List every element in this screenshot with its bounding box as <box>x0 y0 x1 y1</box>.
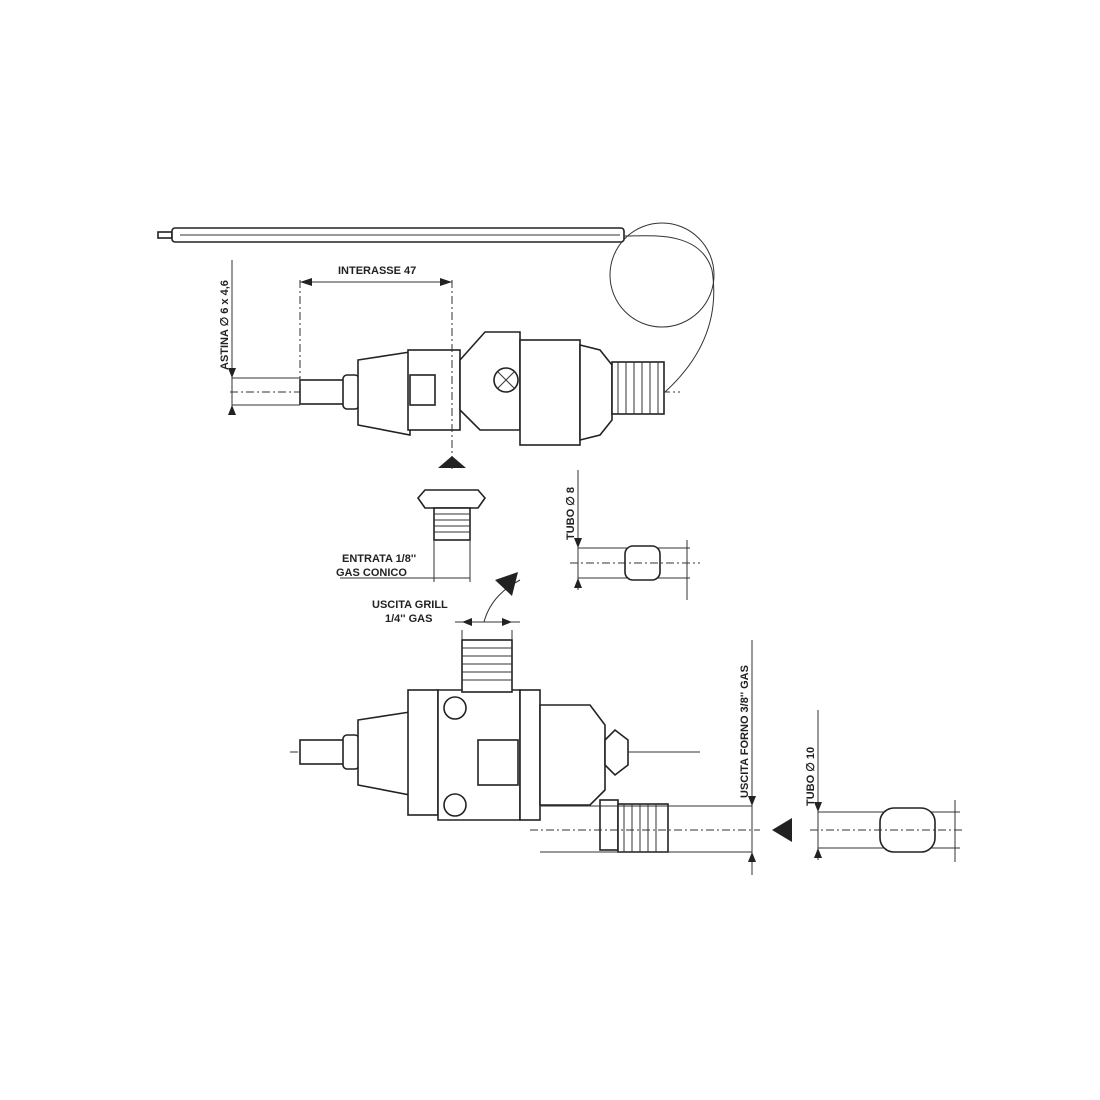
thermostat-bulb <box>157 222 715 393</box>
uscita-grill-label-line2: 1/4'' GAS <box>385 613 432 625</box>
tubo8-label: TUBO ∅ 8 <box>565 487 577 540</box>
uscita-grill-label-line1: USCITA GRILL <box>372 599 448 611</box>
flow-arrow-up-icon <box>438 456 466 468</box>
curved-arrow <box>483 579 521 623</box>
entrata-label-line1: ENTRATA 1/8'' <box>342 553 416 565</box>
top-valve <box>228 260 680 470</box>
bottom-valve <box>290 630 760 875</box>
astina-label: ASTINA ∅ 6 x 4,6 <box>219 280 231 370</box>
flow-arrow-left-icon <box>772 818 792 842</box>
inlet-fitting <box>340 489 487 582</box>
uscita-forno-label: USCITA FORNO 3/8'' GAS <box>739 665 751 798</box>
tube-8mm <box>570 470 700 600</box>
entrata-label-line2: GAS CONICO <box>336 567 407 579</box>
tubo10-label: TUBO ∅ 10 <box>805 747 817 806</box>
tube-10mm <box>810 710 965 862</box>
interasse-label: INTERASSE 47 <box>338 265 416 277</box>
flow-arrow-icon <box>495 572 518 596</box>
